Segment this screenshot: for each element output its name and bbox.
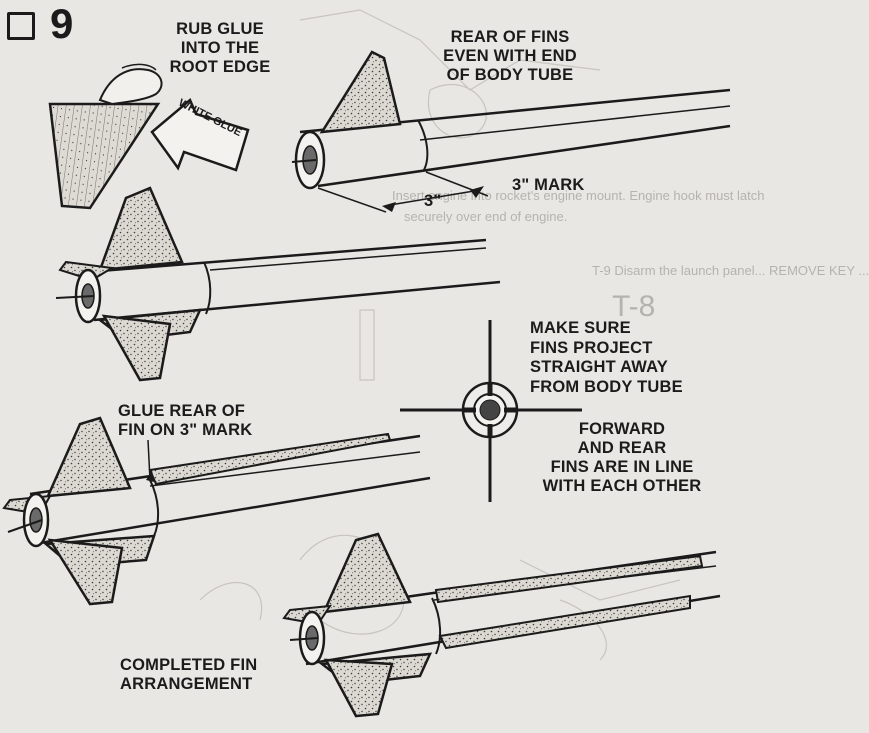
rocket-with-forward-fins <box>2 416 431 606</box>
loose-fin <box>48 102 161 210</box>
show-through-line-3: T-9 Disarm the launch panel... REMOVE KE… <box>592 263 869 278</box>
label-rear-of-fins: REAR OF FINS EVEN WITH END OF BODY TUBE <box>443 28 577 84</box>
completed-forward-fin-bottom <box>438 594 691 650</box>
completed-rocket <box>282 532 721 718</box>
label-glue-rear-of-fin: GLUE REAR OF FIN ON 3" MARK <box>118 402 253 439</box>
label-three-inch: 3" <box>424 192 442 210</box>
label-make-sure: MAKE SURE FINS PROJECT STRAIGHT AWAY FRO… <box>530 319 683 396</box>
step-checkbox[interactable] <box>7 12 35 40</box>
hand-finger <box>98 68 163 106</box>
fin-glue-illustration <box>48 63 250 210</box>
first-fin <box>319 50 402 134</box>
rear-view-cross <box>400 320 582 502</box>
white-glue-arrow <box>150 97 250 172</box>
forward-fin-long <box>148 432 392 486</box>
show-through-art <box>199 9 681 661</box>
label-forward-and-rear: FORWARD AND REAR FINS ARE IN LINE WITH E… <box>542 420 702 495</box>
label-completed: COMPLETED FIN ARRANGEMENT <box>120 656 258 693</box>
show-through-line-4: T-8 <box>612 290 656 323</box>
tube-with-first-fin <box>291 50 731 213</box>
fin-assembly-diagram <box>2 9 731 718</box>
completed-forward-fin-top <box>434 554 704 604</box>
step-number: 9 <box>50 0 74 47</box>
show-through-line-1: Insert engine into rocket's engine mount… <box>392 188 765 203</box>
show-through-line-2: securely over end of engine. <box>404 209 568 224</box>
rocket-with-three-fins-left <box>55 186 501 382</box>
label-rub-glue: RUB GLUE INTO THE ROOT EDGE <box>169 20 271 76</box>
label-three-inch-mark: 3" MARK <box>512 176 585 194</box>
